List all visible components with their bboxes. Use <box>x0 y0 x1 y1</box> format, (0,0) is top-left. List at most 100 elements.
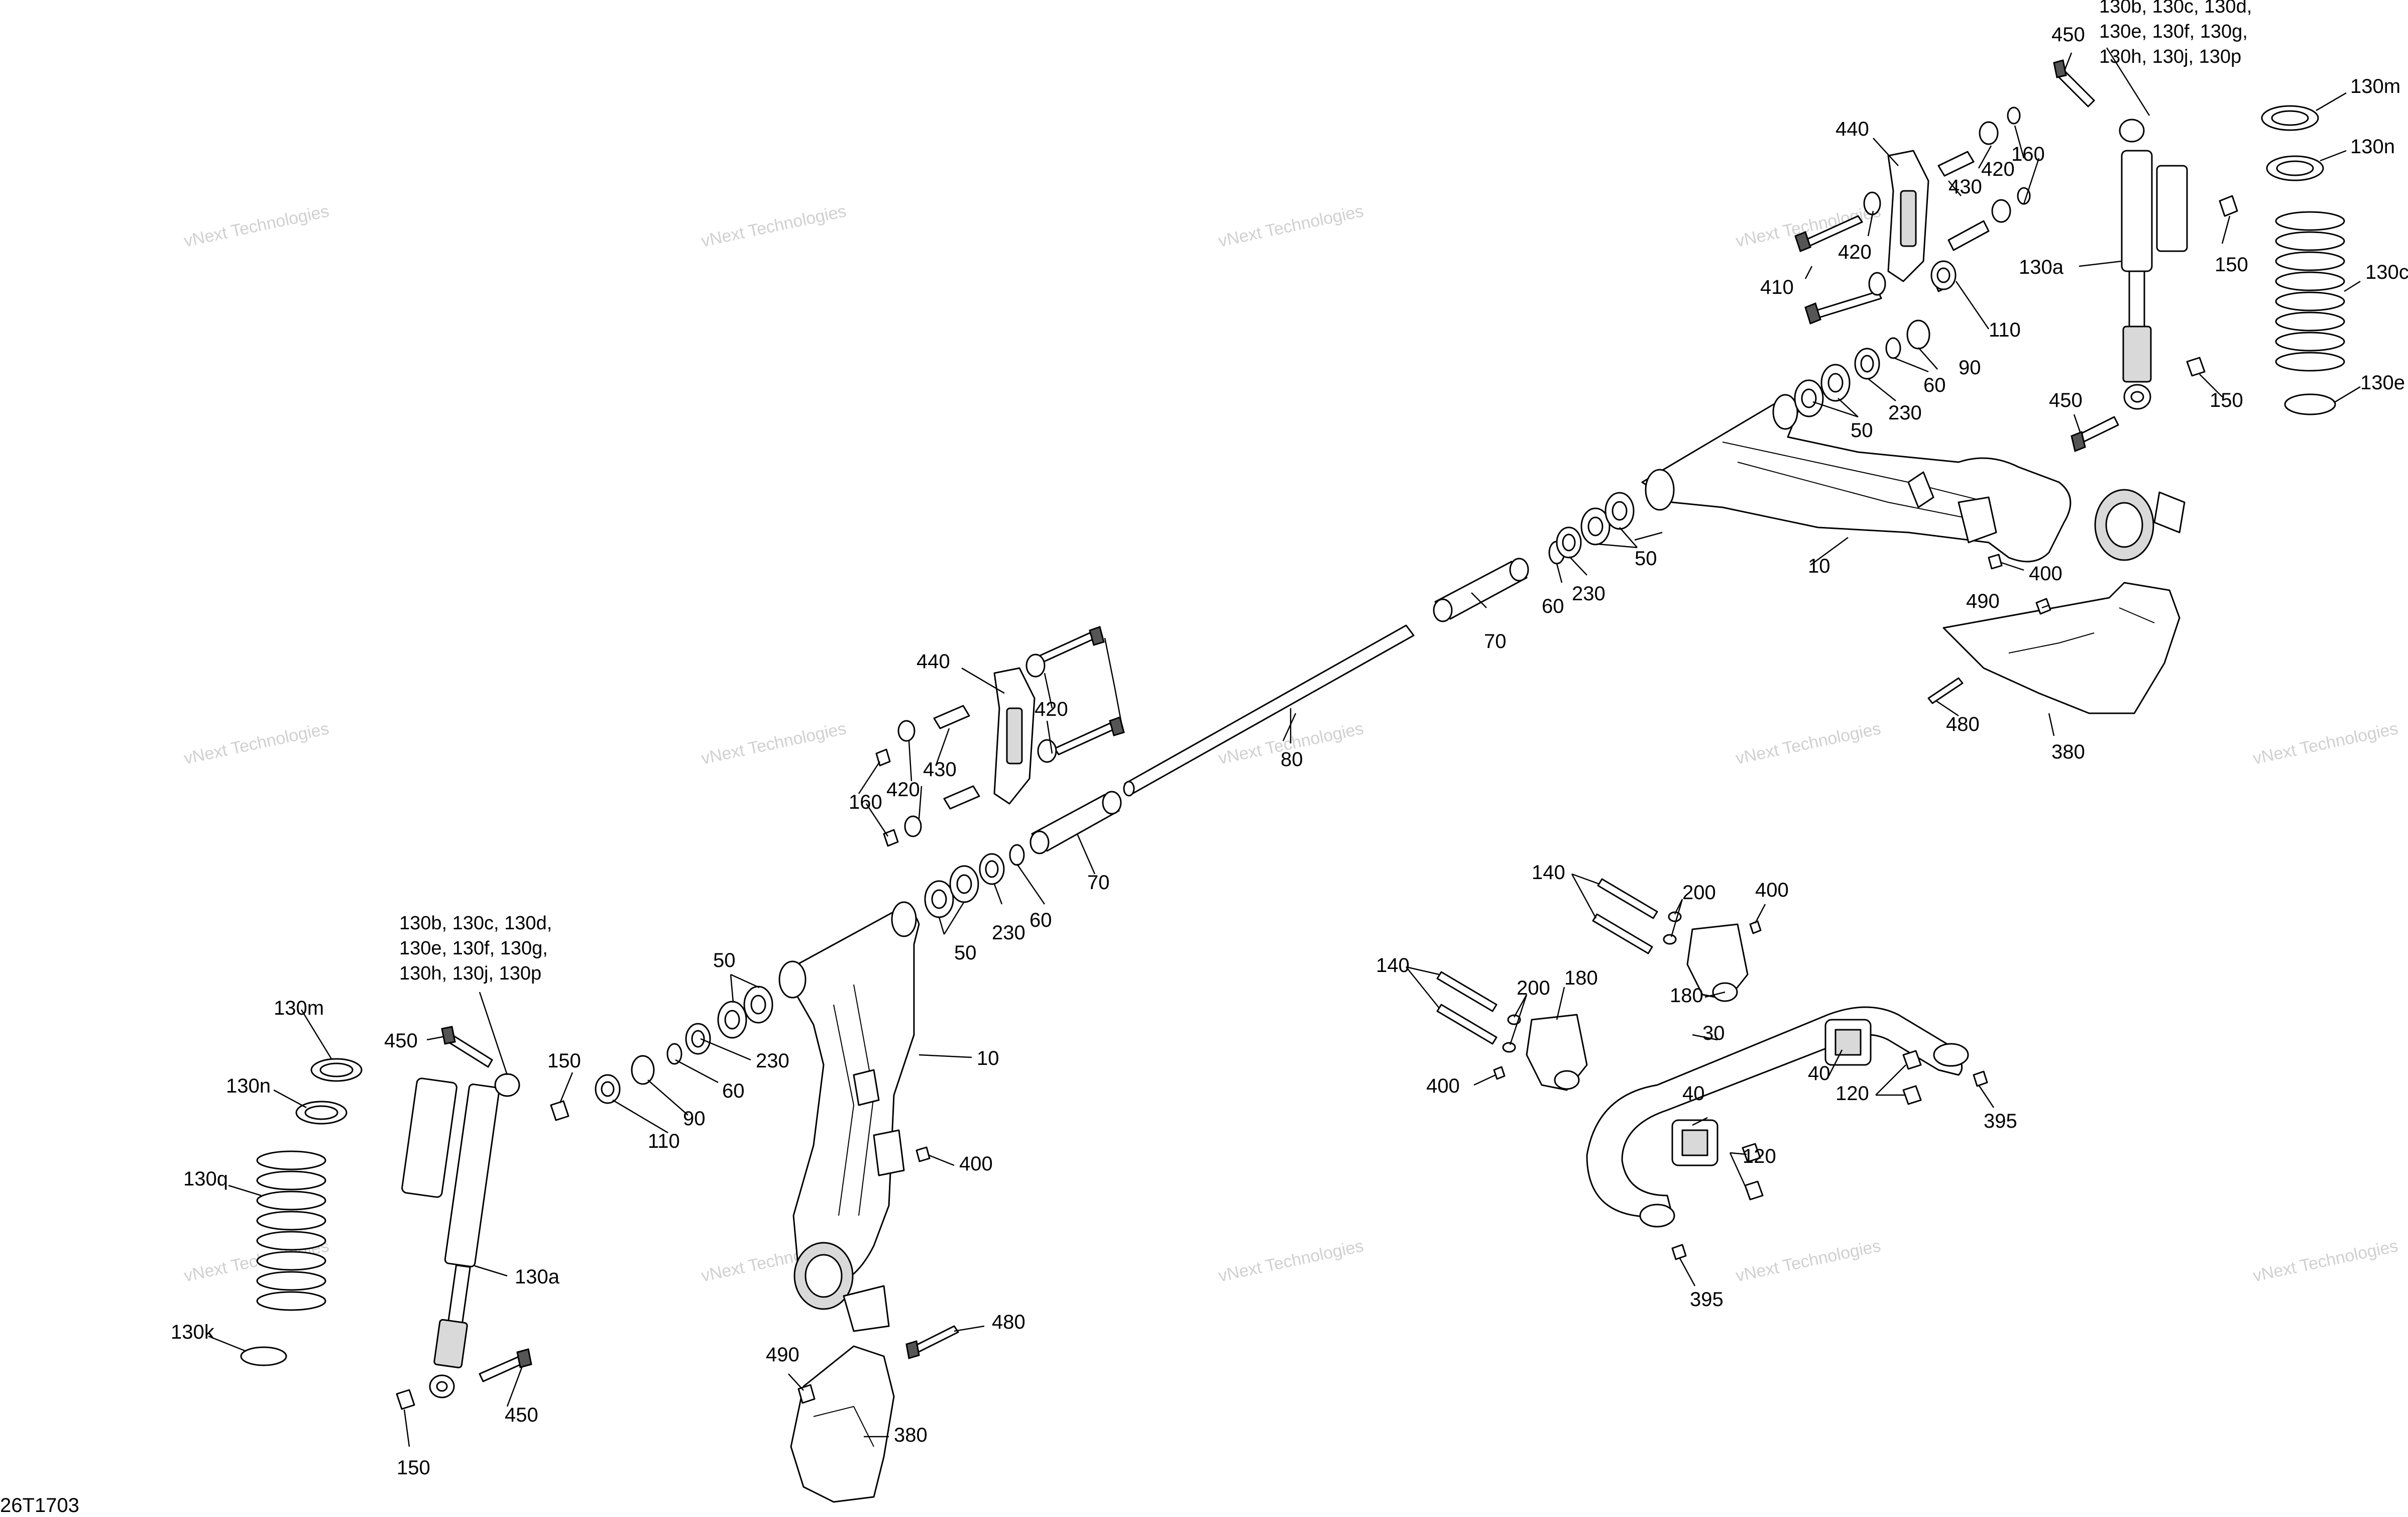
callout-110-left: 110 <box>648 1130 680 1152</box>
callout-160-left: 160 <box>849 791 882 813</box>
bolt-450-right-top <box>2053 59 2095 107</box>
callout-160-right: 160 <box>2011 143 2045 165</box>
callout-400-left: 400 <box>959 1153 993 1175</box>
bolts-410-right <box>1794 215 1882 324</box>
callout-440-right: 440 <box>1836 118 1869 140</box>
fitting-400-right <box>1988 554 2003 570</box>
callout-130e-right: 130e <box>2360 372 2405 394</box>
bracket-180-lower <box>1526 1014 1588 1091</box>
callout-420-left-b: 420 <box>886 779 920 801</box>
callout-labels: 10 400 490 480 380 50 230 60 70 80 50 23… <box>171 0 2408 1479</box>
callout-50-right-arm-outer: 50 <box>1851 419 1873 442</box>
watermark-text: vNext Technologies <box>1734 719 1883 768</box>
watermark-text: vNext Technologies <box>2251 1236 2400 1285</box>
callout-120-b: 120 <box>1743 1145 1776 1167</box>
callout-400-right: 400 <box>2029 563 2062 585</box>
washers-200 <box>1502 911 1682 1053</box>
callout-420-right-b: 420 <box>1838 241 1872 263</box>
callout-450-left-top: 450 <box>384 1030 418 1052</box>
callout-80: 80 <box>1281 748 1303 771</box>
callout-450-right-top: 450 <box>2051 24 2085 46</box>
nuts-120 <box>1742 1050 1922 1201</box>
bushing-110-left <box>595 1074 621 1104</box>
callout-230-right-inner: 230 <box>1572 583 1606 605</box>
bracket-440-right <box>1887 150 1929 282</box>
swing-arm-10-right <box>1641 394 2186 563</box>
watermark-text: vNext Technologies <box>700 719 848 768</box>
bolts-410-left <box>1034 626 1125 755</box>
callout-50-left-inner: 50 <box>713 949 736 971</box>
callout-230-right-outer: 230 <box>1888 402 1922 424</box>
bolts-140 <box>1436 878 1658 1045</box>
callout-395-a: 395 <box>1690 1288 1724 1311</box>
callout-450-left-bottom: 450 <box>505 1404 538 1426</box>
rings-130m-130n-right <box>2261 105 2336 415</box>
callout-30: 30 <box>1702 1022 1725 1044</box>
watermark-text: vNext Technologies <box>1734 1236 1883 1285</box>
fittings-400-stab <box>1493 920 1762 1080</box>
bearing-stack-left-arm <box>631 844 1025 1085</box>
callout-130n-right: 130n <box>2350 136 2395 158</box>
spring-130q-left <box>256 1150 326 1311</box>
fitting-400-left <box>915 1146 931 1162</box>
guard-380-right <box>1942 582 2181 714</box>
callout-200-a: 200 <box>1682 882 1716 904</box>
callout-450-right-bottom: 450 <box>2049 389 2083 411</box>
callout-430-right: 430 <box>1948 176 1982 198</box>
callout-400-stab-b: 400 <box>1426 1075 1460 1097</box>
callout-480-left: 480 <box>992 1311 1025 1333</box>
watermark-text: vNext Technologies <box>2251 719 2400 768</box>
bushing-110-right <box>1930 260 1957 290</box>
callout-440-left: 440 <box>916 651 950 673</box>
watermark-text: vNext Technologies <box>1217 1236 1365 1285</box>
callout-180-a: 180 <box>1564 967 1598 989</box>
callout-60-right-inner: 60 <box>1542 595 1564 617</box>
spring-130c-right <box>2275 211 2345 372</box>
callout-10-left: 10 <box>977 1047 999 1069</box>
spacers-430-420-right <box>1863 106 2031 296</box>
bracket-440-left <box>993 667 1036 805</box>
callout-40-a: 40 <box>1682 1082 1705 1105</box>
callout-230-left-inner: 230 <box>756 1050 789 1072</box>
callout-130b-list-right-l1: 130b, 130c, 130d, <box>2099 0 2252 17</box>
callout-420-left-a: 420 <box>1035 698 1068 720</box>
bracket-180-upper <box>1686 923 1749 1002</box>
callout-380-left: 380 <box>894 1424 928 1446</box>
callout-50-left-outer: 50 <box>954 942 977 964</box>
callout-40-b: 40 <box>1808 1062 1830 1085</box>
callout-150-left-a: 150 <box>547 1050 581 1072</box>
bushing-40-a <box>1671 1119 1718 1166</box>
callout-480-right: 480 <box>1946 713 1980 735</box>
bearing-stack-right-arm <box>1548 270 1950 565</box>
callout-150-right-b: 150 <box>2210 389 2243 411</box>
callout-70-left: 70 <box>1087 872 1110 894</box>
callout-130c-right: 130c <box>2365 261 2408 283</box>
callout-130a-left: 130a <box>515 1266 560 1288</box>
callout-490-right: 490 <box>1966 590 2000 612</box>
callout-230-left-outer: 230 <box>992 922 1025 944</box>
bolt-450-left-top <box>441 1026 493 1068</box>
shock-absorber-130a-right <box>2119 119 2188 410</box>
nut-150-left <box>396 1100 569 1410</box>
callout-60-right-outer: 60 <box>1923 374 1946 396</box>
pivot-shaft-80 <box>1123 624 1415 797</box>
watermark-text: vNext Technologies <box>700 201 848 251</box>
bushing-70-left <box>1029 791 1122 854</box>
callout-420-right-a: 420 <box>1981 158 2015 180</box>
callout-130b-list-left-l1: 130b, 130c, 130d, <box>399 913 552 934</box>
fittings-395 <box>1671 1070 1988 1260</box>
callout-410-right: 410 <box>1760 276 1794 298</box>
callout-140-b: 140 <box>1376 954 1410 977</box>
callout-130m-left: 130m <box>274 997 324 1019</box>
nut-490-right <box>2035 598 2051 615</box>
callout-430-left: 430 <box>923 758 957 781</box>
figure-id: 26T1703 <box>0 1494 79 1516</box>
callout-90-left: 90 <box>683 1108 706 1130</box>
callout-130q-left: 130q <box>183 1168 228 1190</box>
screw-480-left <box>905 1325 959 1359</box>
callout-150-right-a: 150 <box>2215 254 2248 276</box>
callout-130b-list-right-l2: 130e, 130f, 130g, <box>2099 21 2248 42</box>
callout-130b-list-left-l2: 130e, 130f, 130g, <box>399 938 548 959</box>
callout-70-right: 70 <box>1484 630 1507 653</box>
